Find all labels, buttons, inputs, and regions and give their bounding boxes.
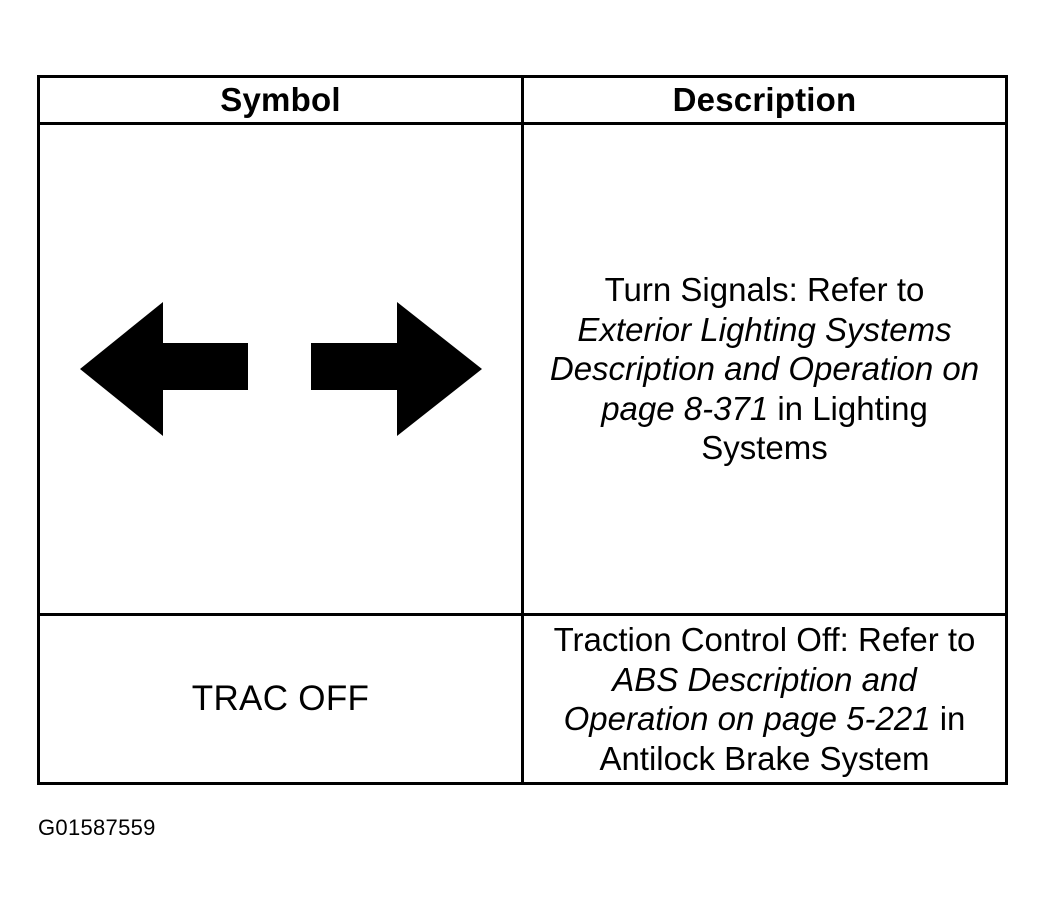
trac-off-symbol-text: TRAC OFF [191, 679, 370, 718]
description-prefix: Turn Signals: Refer to [604, 271, 925, 309]
turn-signal-arrows-icon [79, 302, 482, 436]
right-arrow-icon [310, 302, 482, 436]
symbol-cell: TRAC OFF [37, 613, 524, 785]
description-prefix: Traction Control Off: Refer to [553, 621, 976, 658]
table-row-traction-control: TRAC OFF Traction Control Off: Refer to … [37, 613, 1008, 785]
symbol-column-header: Symbol [37, 75, 524, 125]
description-cell: Turn Signals: Refer to Exterior Lighting… [521, 122, 1008, 616]
symbol-cell [37, 122, 524, 616]
manual-reference-link: Exterior Lighting Systems Description an… [549, 310, 980, 427]
table-header-row: Symbol Description [37, 75, 1008, 125]
manual-reference-link: ABS Description and Operation on page 5-… [563, 660, 931, 738]
description-suffix: in Lighting Systems [701, 389, 928, 467]
table-row-turn-signals: Turn Signals: Refer to Exterior Lighting… [37, 122, 1008, 616]
turn-signals-description: Turn Signals: Refer to Exterior Lighting… [524, 270, 1005, 468]
figure-id-label: G01587559 [38, 815, 156, 840]
description-suffix: in Antilock Brake System [599, 700, 966, 777]
symbol-description-table: Symbol Description Turn Signals: Refer t… [37, 75, 1008, 785]
description-cell: Traction Control Off: Refer to ABS Descr… [521, 613, 1008, 785]
left-arrow-icon [79, 302, 248, 436]
description-column-header: Description [521, 75, 1008, 125]
traction-control-description: Traction Control Off: Refer to ABS Descr… [524, 620, 1005, 778]
